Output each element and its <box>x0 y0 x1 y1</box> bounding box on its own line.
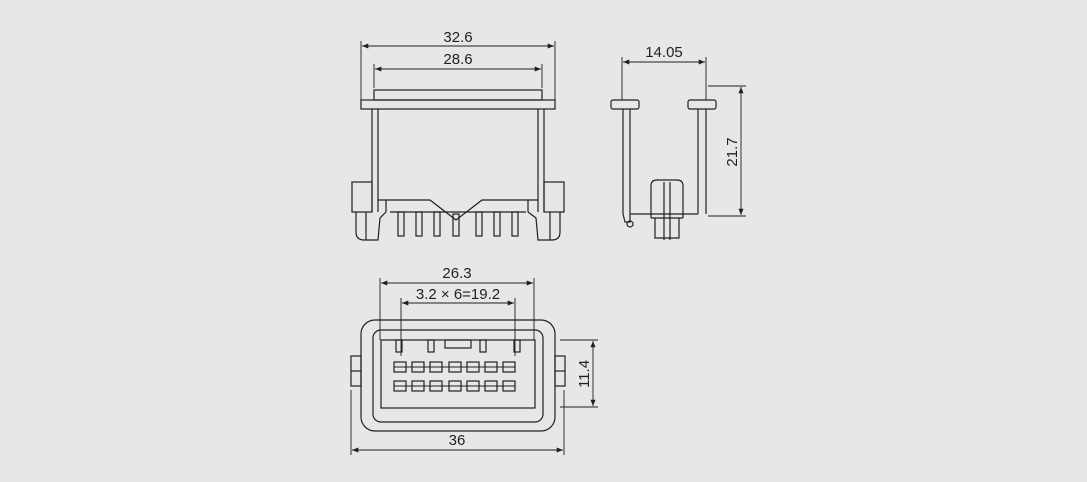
dimension-pitch: 3.2 × 6=19.2 <box>400 286 516 356</box>
left-latch <box>351 181 387 241</box>
side-flange-right <box>687 99 717 110</box>
side-body <box>622 109 707 228</box>
side-view: 14.05 21.7 <box>610 44 746 240</box>
dimension-overall-width: 32.6 <box>360 29 556 100</box>
top-cover <box>373 89 543 101</box>
housing-body <box>371 109 545 221</box>
dimension-inner-width: 28.6 <box>373 51 543 88</box>
inner-housing <box>372 329 544 423</box>
side-latch <box>650 179 684 240</box>
dimension-depth: 14.05 <box>621 44 707 100</box>
bottom-view: 26.3 3.2 × 6=19.2 11.4 36 <box>350 265 598 455</box>
outer-housing <box>360 319 556 432</box>
polarization-keys <box>395 339 521 353</box>
pin-span-label: 26.3 <box>442 265 471 282</box>
height-label: 21.7 <box>724 137 741 166</box>
dimension-height: 21.7 <box>708 85 746 217</box>
contact-row-bottom <box>393 380 516 392</box>
overall-width-label: 32.6 <box>443 29 472 46</box>
right-latch <box>527 181 565 241</box>
front-view: 32.6 28.6 <box>351 29 565 241</box>
pitch-label: 3.2 × 6=19.2 <box>416 286 500 303</box>
dimension-body-height: 11.4 <box>560 339 598 408</box>
cavity-frame <box>380 339 536 409</box>
depth-label: 14.05 <box>645 44 683 61</box>
dimension-total-width: 36 <box>350 390 565 455</box>
contact-row-top <box>393 361 516 373</box>
inner-width-label: 28.6 <box>443 51 472 68</box>
total-width-label: 36 <box>449 432 466 449</box>
side-flange-left <box>610 99 640 110</box>
body-height-label: 11.4 <box>576 360 593 388</box>
top-flange <box>360 99 556 110</box>
front-pins <box>390 211 526 237</box>
